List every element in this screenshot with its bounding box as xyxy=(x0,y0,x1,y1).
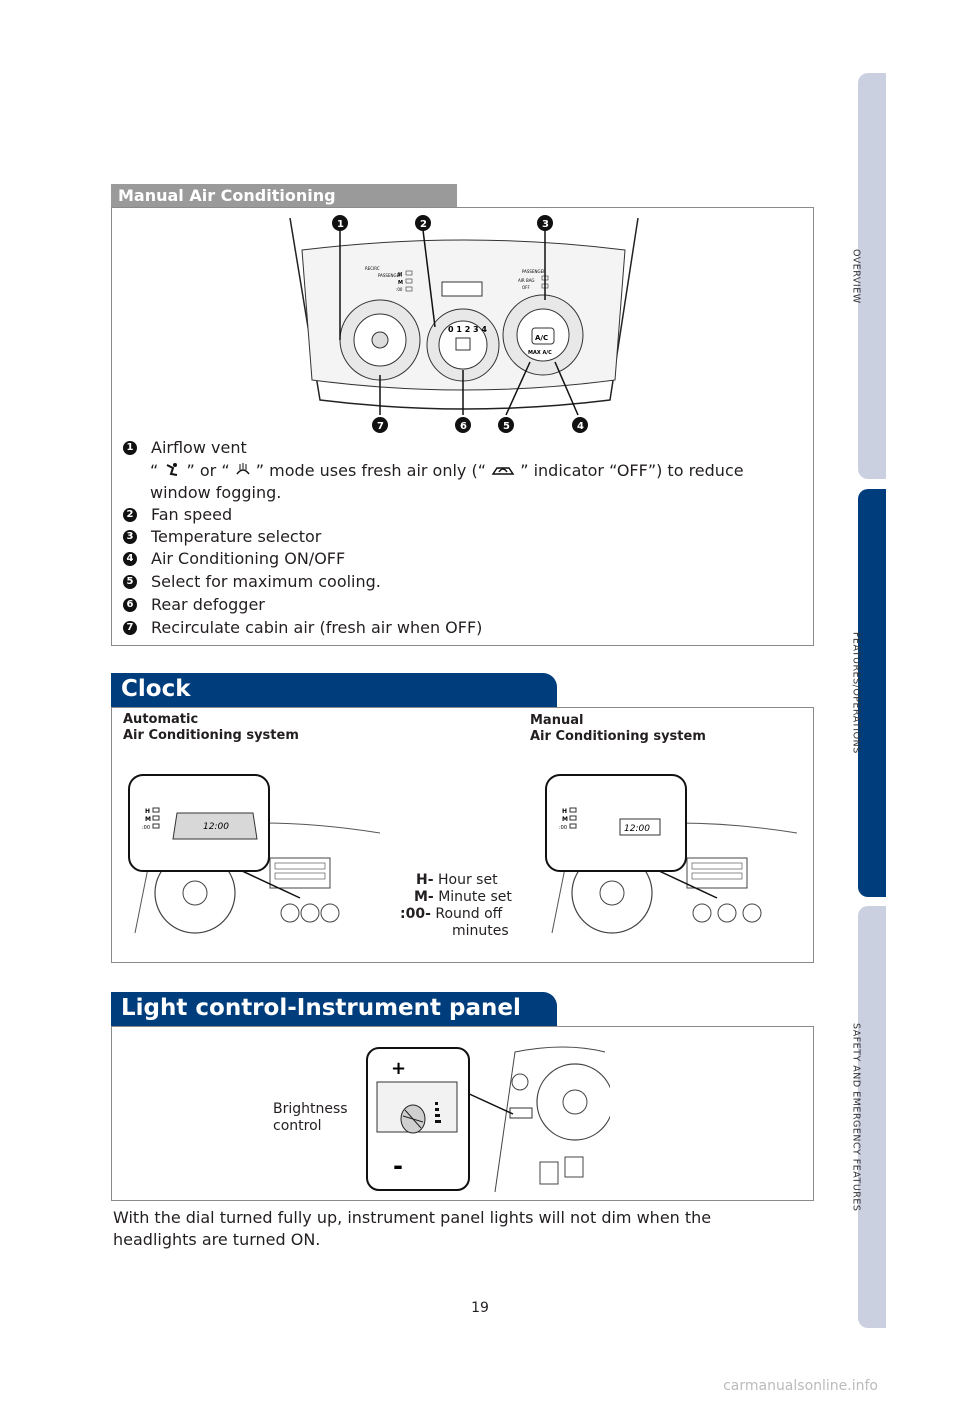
ac-panel-m-text: M xyxy=(398,280,403,286)
auto-zero-text: :00 xyxy=(142,825,150,831)
watermark: carmanualsonline.info xyxy=(723,1378,878,1394)
ac-panel-h-text: H xyxy=(398,272,402,278)
callout-2: 2 xyxy=(415,215,431,231)
manual-m-text: M xyxy=(562,816,568,823)
manual-clock-time: 12:00 xyxy=(624,824,650,834)
light-control-illustration: + - xyxy=(366,1046,610,1193)
ac-panel-passenger-left-text: PASSENGER xyxy=(378,273,402,278)
callout-6: 6 xyxy=(455,417,471,433)
temperature-knob: A/C MAX A/C xyxy=(502,294,584,376)
svg-text:1: 1 xyxy=(337,219,344,230)
max-ac-text: MAX A/C xyxy=(528,350,552,356)
clock-keys-legend: H- Hour set M- Minute set :00- Round off… xyxy=(400,872,512,939)
automatic-clock-illustration: H M :00 12:00 xyxy=(128,774,381,934)
side-tab-overview-label: OVERVIEW xyxy=(850,248,862,304)
svg-text:7: 7 xyxy=(377,421,384,432)
fan-speed-knob: 0 1 2 3 4 xyxy=(426,308,500,382)
auto-clock-time: 12:00 xyxy=(203,822,229,832)
manual-zero-text: :00 xyxy=(559,825,567,831)
side-tab-features[interactable] xyxy=(858,489,886,897)
svg-text:5: 5 xyxy=(503,421,510,432)
face-floor-mode-icon xyxy=(166,463,178,476)
clock-section-title: Clock xyxy=(121,676,191,702)
side-tab-safety-label: SAFETY AND EMERGENCY FEATURES xyxy=(850,1022,862,1212)
ac-item-1-label: Airflow vent xyxy=(151,438,247,457)
item-number: 1 xyxy=(123,441,137,455)
ac-item-1-detail: “ ” or “ ” mode uses fresh air only (“ ”… xyxy=(150,461,744,480)
defroster-mode-icon xyxy=(236,463,250,475)
svg-text:2: 2 xyxy=(420,219,427,230)
ac-panel-passenger-right-text: PASSENGER xyxy=(522,269,546,274)
side-tab-safety[interactable] xyxy=(858,906,886,1328)
side-tab-overview[interactable] xyxy=(858,73,886,479)
callout-1: 1 xyxy=(332,215,348,231)
ac-panel-airbag-text: AIR BAG xyxy=(518,278,534,283)
ac-button-text: A/C xyxy=(535,334,548,342)
ac-panel-off-text: OFF xyxy=(522,285,530,290)
brightness-plus-sign: + xyxy=(391,1058,406,1079)
ac-panel-recirc-text: RECIRC xyxy=(365,266,380,271)
callout-7: 7 xyxy=(372,417,388,433)
brightness-minus-sign: - xyxy=(393,1152,403,1180)
svg-text:4: 4 xyxy=(577,421,584,432)
ac-control-panel-illustration: RECIRC PASSENGER H M :00 PASSENGER AIR B… xyxy=(289,215,639,433)
recirculate-indicator-icon xyxy=(491,467,515,475)
svg-text:6: 6 xyxy=(460,421,467,432)
light-section-title: Light control-Instrument panel xyxy=(121,995,521,1021)
light-note: With the dial turned fully up, instrumen… xyxy=(113,1208,712,1249)
clock-section-header: Clock xyxy=(111,673,557,707)
auto-h-text: H xyxy=(145,808,150,815)
ac-section-header: Manual Air Conditioning xyxy=(111,184,457,208)
ac-item-1-detail-cont: window fogging. xyxy=(150,483,282,502)
manual-h-text: H xyxy=(562,808,567,815)
svg-text:3: 3 xyxy=(542,219,549,230)
side-tab-features-label: FEATURES/OPERATIONS xyxy=(850,632,862,754)
light-section-header: Light control-Instrument panel xyxy=(111,992,557,1026)
ac-item-1: 1 Airflow vent xyxy=(123,437,247,459)
page-number: 19 xyxy=(471,1300,489,1316)
airflow-knob xyxy=(339,299,421,381)
manual-clock-illustration: H M :00 12:00 xyxy=(545,774,798,934)
auto-m-text: M xyxy=(145,816,151,823)
callout-5: 5 xyxy=(498,417,514,433)
callout-4: 4 xyxy=(572,417,588,433)
ac-section-title: Manual Air Conditioning xyxy=(118,186,336,205)
callout-3: 3 xyxy=(537,215,553,231)
fan-scale-text: 0 1 2 3 4 xyxy=(448,325,487,334)
ac-panel-zero-text: :00 xyxy=(396,287,403,292)
